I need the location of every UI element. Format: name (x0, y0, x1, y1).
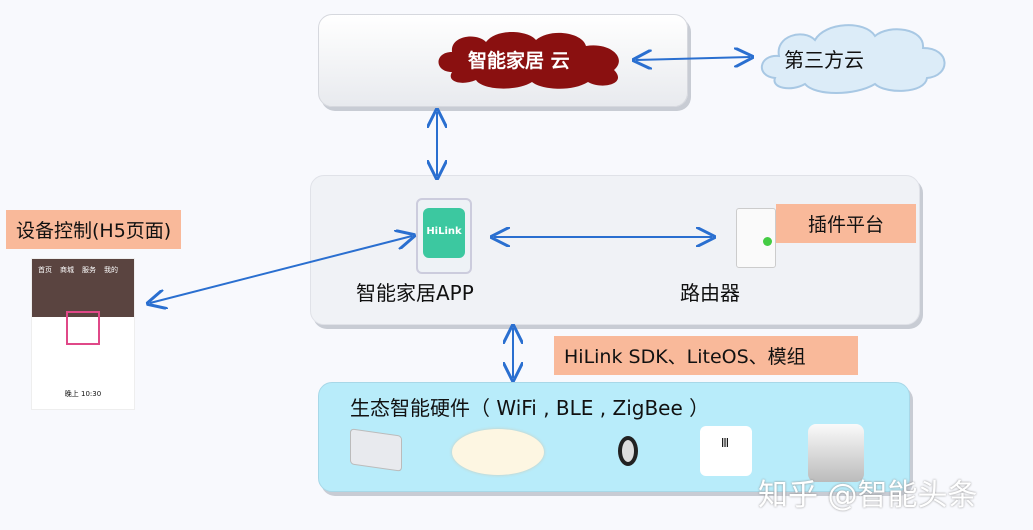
phone-h5-page: 首页 商城 服务 我的 晚上 10:30 (31, 258, 135, 410)
phone-tab: 商城 (60, 266, 74, 274)
ceiling-light-icon (452, 429, 544, 475)
phone-header: 首页 商城 服务 我的 (32, 259, 134, 317)
watermark: 知乎 @智能头条 (758, 478, 978, 513)
plugin-platform-tag: 插件平台 (776, 204, 916, 243)
hardware-title: 生态智能硬件（ WiFi , BLE , ZigBee ） (350, 396, 710, 420)
selected-device-card (66, 311, 100, 345)
phone-tab: 服务 (82, 266, 96, 274)
app-to-h5-arrow (150, 236, 412, 303)
phone-tab: 首页 (38, 266, 52, 274)
router-led (763, 237, 772, 246)
phone-time: 晚上 10:30 (64, 390, 102, 398)
smart-socket-icon: Ⅲ (700, 426, 752, 476)
cloud-to-thirdparty-arrow (636, 57, 750, 60)
third-party-cloud-shape (761, 24, 946, 94)
third-party-cloud-label: 第三方云 (784, 48, 864, 72)
router-icon (736, 208, 776, 268)
app-icon-text: HiLink (423, 208, 465, 258)
camera-device-icon (808, 424, 864, 482)
phone-tab: 我的 (104, 266, 118, 274)
downlight-icon (618, 436, 638, 466)
router-label: 路由器 (680, 281, 740, 305)
sdk-tag: HiLink SDK、LiteOS、模组 (554, 336, 858, 375)
smart-home-cloud-shape (438, 32, 619, 89)
smart-home-cloud-label: 智能家居 云 (468, 50, 570, 72)
